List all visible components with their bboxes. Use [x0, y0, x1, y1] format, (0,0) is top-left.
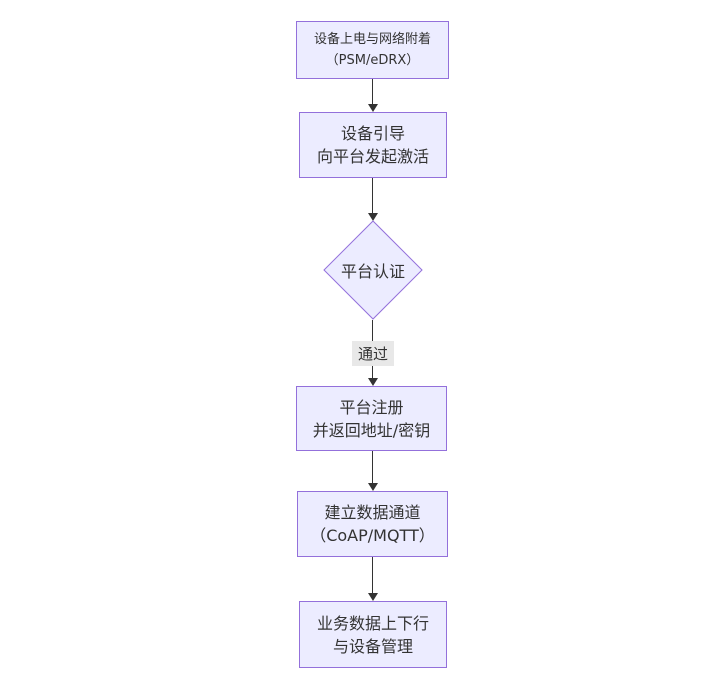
node-label-line: 并返回地址/密钥 — [312, 420, 431, 440]
arrowhead-icon — [368, 593, 378, 601]
node-data-channel: 建立数据通道 （CoAP/MQTT） — [297, 491, 448, 557]
edge-label-pass: 通过 — [352, 341, 394, 366]
arrowhead-icon — [368, 378, 378, 386]
node-power-attach: 设备上电与网络附着 （PSM/eDRX） — [296, 21, 449, 79]
node-label-line: （PSM/eDRX） — [325, 53, 420, 68]
node-business-data: 业务数据上下行 与设备管理 — [299, 601, 447, 668]
node-label-line: 平台认证 — [340, 262, 405, 281]
edge-register-to-channel — [372, 451, 373, 484]
node-label-line: 业务数据上下行 — [316, 613, 429, 633]
arrowhead-icon — [368, 213, 378, 221]
edge-channel-to-business — [372, 557, 373, 594]
node-platform-register: 平台注册 并返回地址/密钥 — [296, 386, 447, 451]
node-label-line: 向平台发起激活 — [316, 147, 429, 166]
edge-bootstrap-to-auth — [372, 178, 373, 214]
node-label-line: 设备上电与网络附着 — [313, 32, 431, 47]
node-platform-auth: 平台认证 — [323, 220, 423, 320]
node-bootstrap: 设备引导 向平台发起激活 — [299, 112, 447, 178]
node-label-line: 平台注册 — [339, 397, 404, 417]
node-label-line: 与设备管理 — [332, 636, 413, 656]
node-label-line: （CoAP/MQTT） — [310, 526, 435, 545]
edge-power-to-bootstrap — [372, 79, 373, 105]
node-label-line: 建立数据通道 — [324, 503, 421, 522]
node-label-line: 设备引导 — [340, 124, 405, 143]
arrowhead-icon — [368, 104, 378, 112]
arrowhead-icon — [368, 483, 378, 491]
diamond-shape — [323, 220, 423, 320]
